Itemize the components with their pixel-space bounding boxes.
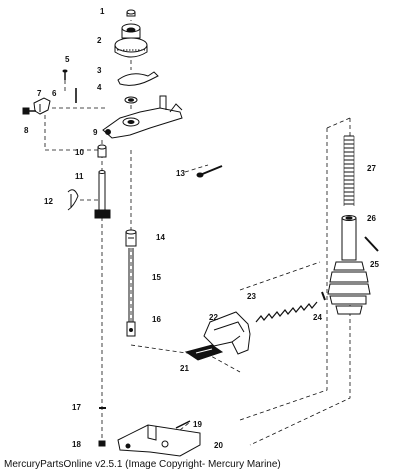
part-9-mounting-plate (102, 95, 183, 139)
assembly-guide-lines (44, 20, 351, 446)
callout-20: 20 (214, 441, 223, 450)
part-4-washer (124, 96, 138, 104)
callout-22: 22 (209, 313, 218, 322)
callout-21: 21 (180, 364, 189, 373)
part-20-lower-bracket (117, 424, 201, 457)
callout-5: 5 (65, 55, 70, 64)
callout-15: 15 (152, 273, 161, 282)
callout-4: 4 (97, 83, 102, 92)
part-2-bearing (114, 23, 148, 58)
callout-3: 3 (97, 66, 102, 75)
callout-27: 27 (367, 164, 376, 173)
callout-18: 18 (72, 440, 81, 449)
callout-2: 2 (97, 36, 102, 45)
part-15-shift-rod (128, 248, 134, 322)
callout-26: 26 (367, 214, 376, 223)
part-1-screw (126, 9, 136, 17)
callout-16: 16 (152, 315, 161, 324)
callout-24: 24 (313, 313, 322, 322)
part-21-plate (184, 344, 224, 361)
part-23-spring (255, 301, 318, 323)
bellows-boot (327, 261, 371, 315)
callout-1: 1 (100, 7, 105, 16)
callout-10: 10 (75, 148, 84, 157)
callout-14: 14 (156, 233, 165, 242)
callout-12: 12 (44, 197, 53, 206)
part-27-spring (343, 135, 355, 206)
part-13-bolt (196, 165, 223, 178)
part-11-shaft (94, 170, 111, 219)
part-7-bracket (33, 97, 51, 115)
part-26-sleeve (341, 215, 357, 261)
part-14-coupler (125, 229, 137, 247)
callout-9: 9 (93, 128, 98, 137)
footer-credit: MercuryPartsOnline v2.5.1 (Image Copyrig… (4, 459, 281, 470)
part-3-retaining-ring (117, 71, 159, 86)
part-22-shift-handle (203, 311, 251, 355)
callout-17: 17 (72, 403, 81, 412)
part-25-pin (364, 236, 379, 252)
part-8-screw (22, 107, 36, 115)
callout-23: 23 (247, 292, 256, 301)
part-5-screw (62, 69, 68, 80)
callout-7: 7 (37, 89, 42, 98)
callout-6: 6 (52, 89, 57, 98)
part-18-nut (98, 440, 106, 447)
callout-8: 8 (24, 126, 29, 135)
part-19-pin (175, 420, 191, 429)
part-12-spring-clip (67, 189, 79, 211)
callout-19: 19 (193, 420, 202, 429)
part-16-rod-end (126, 321, 136, 337)
callout-11: 11 (75, 172, 84, 181)
callout-13: 13 (176, 169, 185, 178)
callout-25: 25 (370, 260, 379, 269)
part-24-pin (321, 291, 326, 301)
part-10-bushing (97, 144, 107, 158)
